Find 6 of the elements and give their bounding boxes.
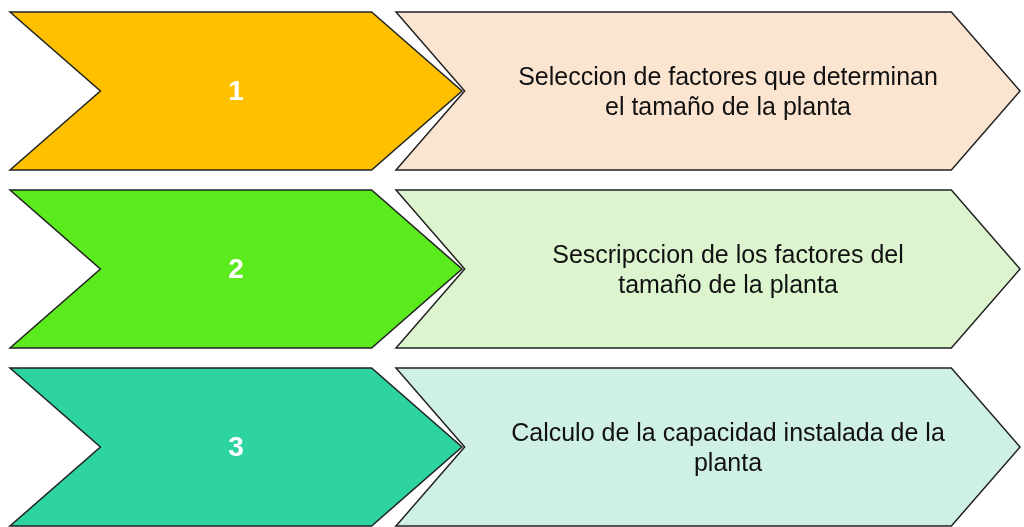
step-number: 3 (228, 431, 244, 463)
step-number: 1 (228, 75, 244, 107)
step-description: Calculo de la capacidad instalada de la planta (510, 417, 946, 477)
step-number: 2 (228, 253, 244, 285)
step-description: Sescripccion de los factores del tamaño de la planta (551, 239, 905, 299)
step-description: Seleccion de factores que determinan el tamaño de la planta (517, 61, 939, 121)
